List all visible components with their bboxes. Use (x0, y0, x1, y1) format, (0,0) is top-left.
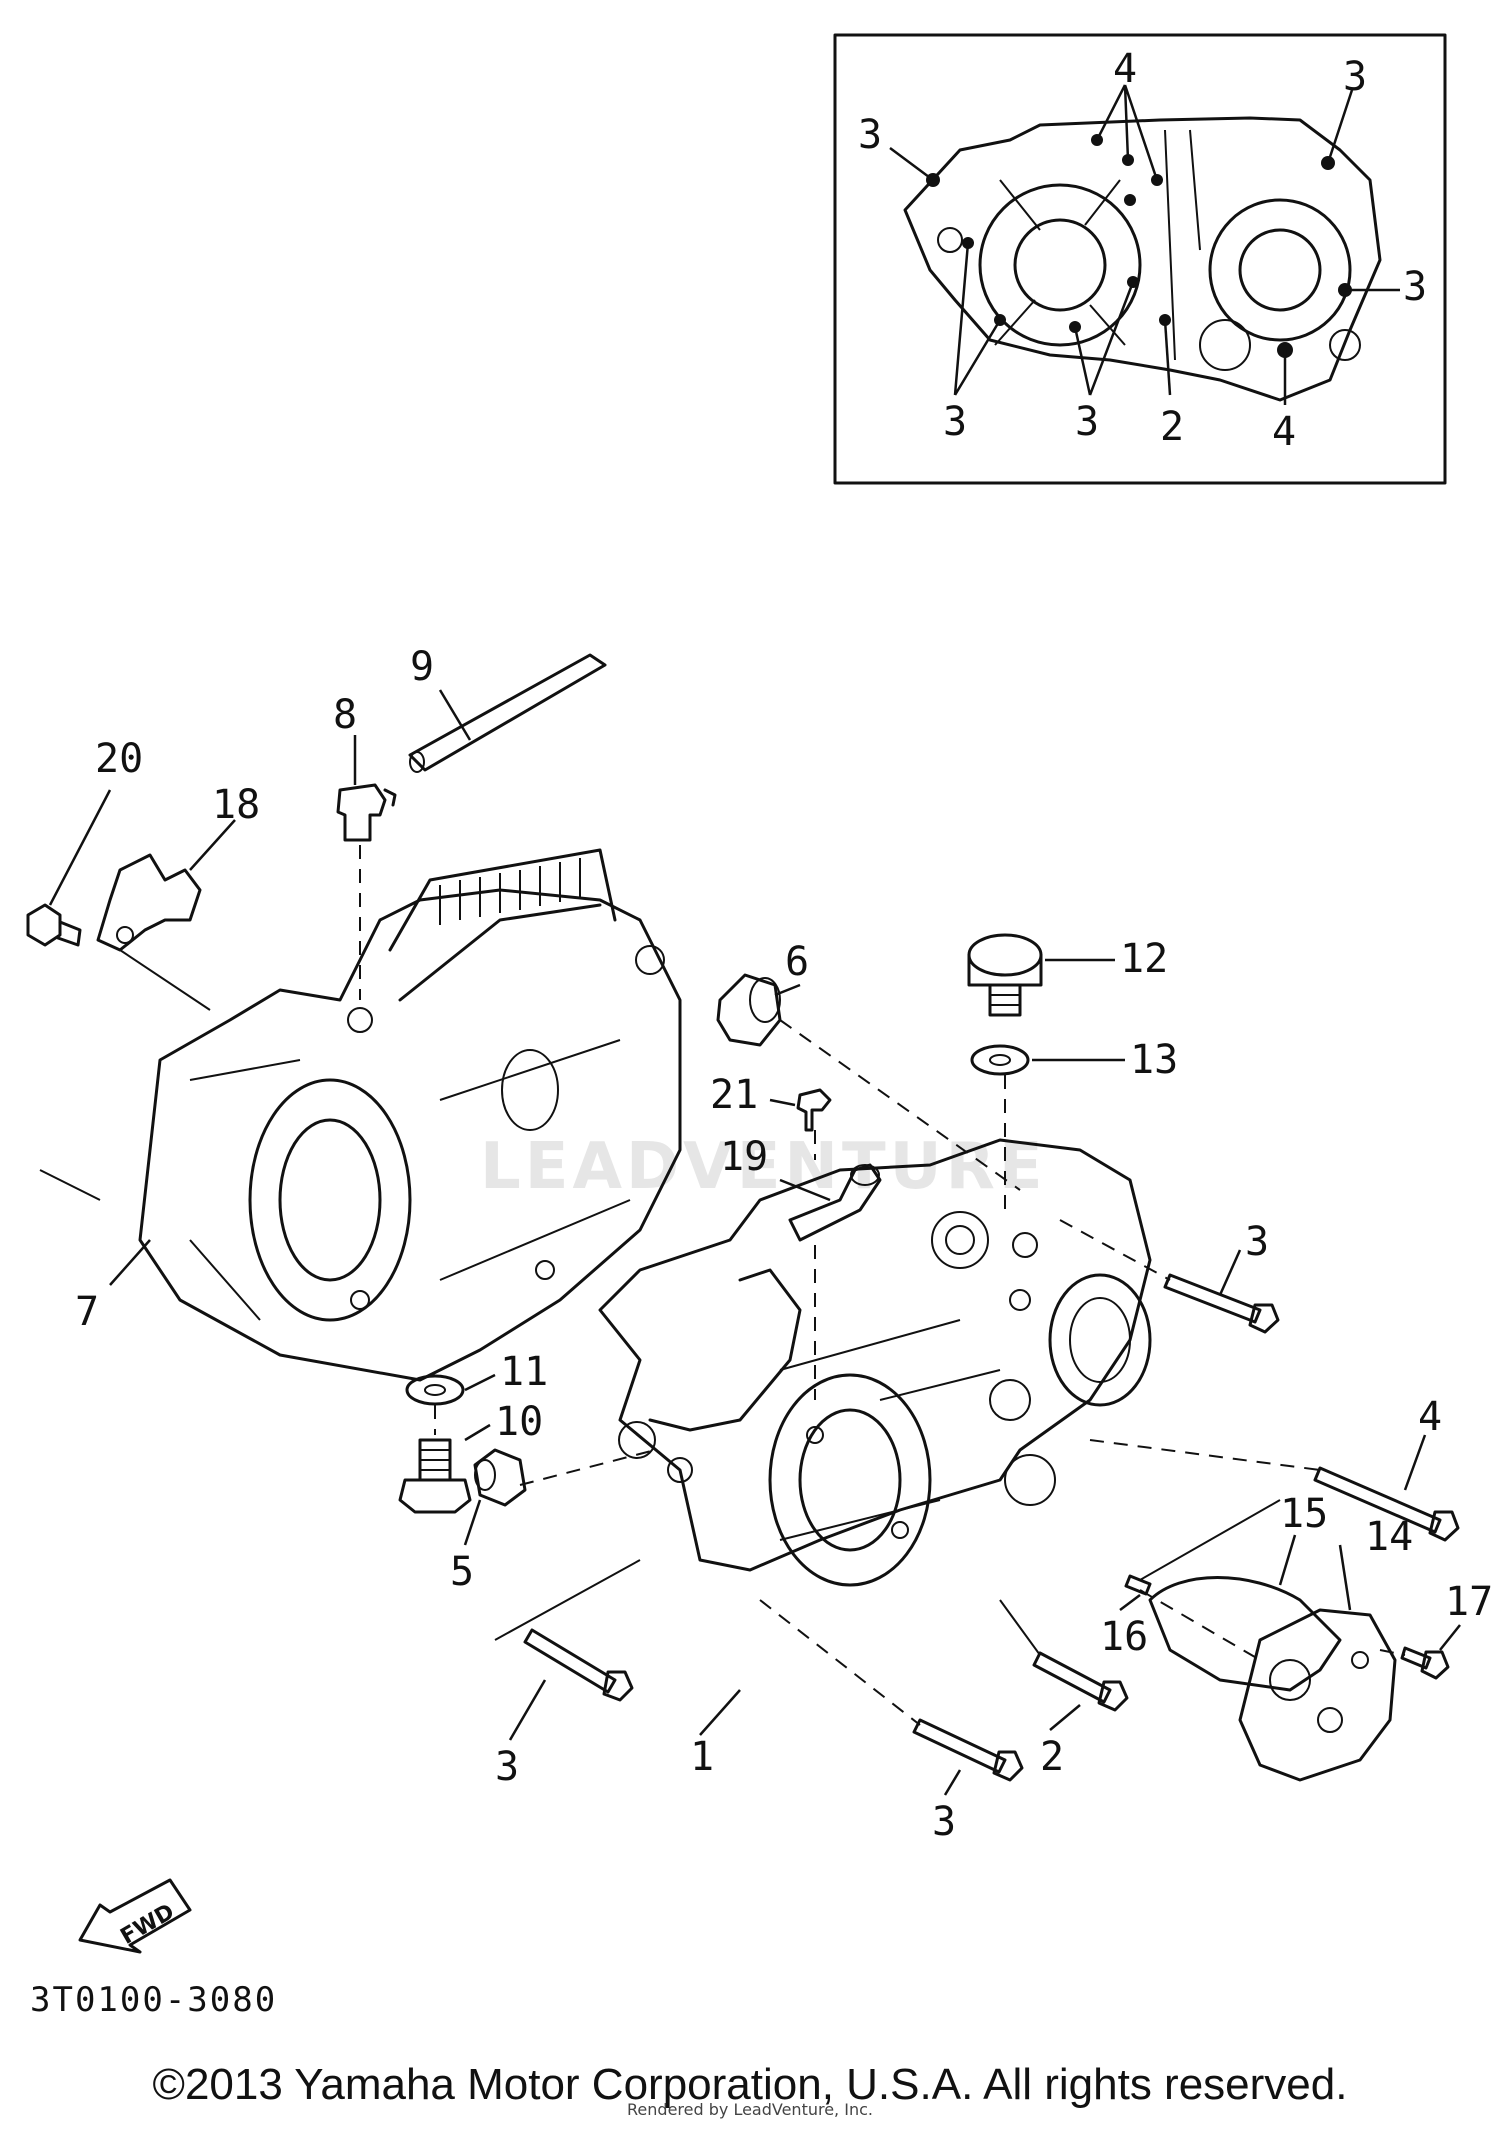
callout-19: 20 (95, 736, 143, 782)
callout-9: 9 (410, 644, 434, 690)
callout-14: 14 (1365, 1514, 1413, 1560)
callout-3-lower-left: 3 (495, 1744, 519, 1790)
part-21-screw (796, 1088, 832, 1132)
callout-7: 7 (75, 1289, 99, 1335)
part-16-pin (1124, 1574, 1152, 1596)
part-5-dowel (473, 1448, 527, 1507)
callout-12: 12 (1120, 936, 1168, 982)
callout-leaders (48, 689, 1461, 1796)
part-8-fitting (336, 783, 397, 842)
bolt-3-lower-left (523, 1628, 634, 1702)
right-crankcase (598, 1138, 1152, 1587)
part-15-gasket (1148, 1576, 1342, 1692)
callout-13: 13 (1130, 1037, 1178, 1083)
callout-1: 1 (690, 1734, 714, 1780)
inset-label-4-bottom: 4 (1272, 409, 1296, 455)
callout-16: 16 (1100, 1614, 1148, 1660)
bolt-3-upper-right (1163, 1273, 1280, 1334)
fwd-arrow-icon: FWD (78, 1878, 192, 1954)
part-18-plate (96, 853, 202, 952)
callout-21: 21 (710, 1072, 758, 1118)
fwd-label: FWD (116, 1899, 178, 1949)
callout-labels: 20 18 8 9 6 12 13 21 19 3 4 11 10 5 7 15… (75, 644, 1493, 1845)
callout-20: 19 (720, 1134, 768, 1180)
callout-5: 5 (450, 1549, 474, 1595)
watermark: LEADVENTURE (480, 1130, 1047, 1204)
part-14-cover (1238, 1608, 1397, 1782)
part-9-pipe (408, 653, 607, 773)
part-12-plug (967, 933, 1043, 1017)
callout-4: 4 (1418, 1394, 1442, 1440)
callout-15: 15 (1280, 1491, 1328, 1537)
callout-8: 8 (333, 692, 357, 738)
bolt-2-lower (1032, 1651, 1129, 1712)
callout-17: 17 (1445, 1579, 1493, 1625)
inset-label-3-left: 3 (858, 112, 882, 158)
left-crankcase (138, 848, 682, 1382)
inset-label-3-topright: 3 (1343, 54, 1367, 100)
callout-10: 10 (495, 1399, 543, 1445)
part-20-bracket (788, 1163, 882, 1242)
inset-label-3-bottom-mid: 3 (1075, 399, 1099, 445)
part-13-washer (970, 1044, 1030, 1076)
bolt-3-lower-mid (912, 1718, 1024, 1782)
inset-label-4-top: 4 (1113, 46, 1137, 92)
inset-view: 4 3 3 3 3 3 2 4 (833, 33, 1447, 485)
copyright-notice: ©2013 Yamaha Motor Corporation, U.S.A. A… (152, 2060, 1348, 2109)
part-6-dowel (716, 973, 782, 1047)
callout-3-lower-mid: 3 (932, 1799, 956, 1845)
bolt-4-right (1313, 1466, 1460, 1542)
part-19-bolt (26, 903, 82, 947)
callout-2: 2 (1040, 1734, 1064, 1780)
part-10-bolt (398, 1438, 472, 1514)
callout-18: 18 (212, 782, 260, 828)
callout-11: 11 (500, 1349, 548, 1395)
inset-label-3-right: 3 (1403, 264, 1427, 310)
inset-label-2: 2 (1160, 404, 1184, 450)
diagram-code: 3T0100-3080 (30, 1980, 278, 2020)
part-11-washer (405, 1374, 465, 1406)
rendered-by: Rendered by LeadVenture, Inc. (627, 2100, 873, 2119)
bolt-17 (1400, 1646, 1450, 1680)
inset-label-3-bottom-left: 3 (943, 399, 967, 445)
callout-6: 6 (785, 939, 809, 985)
assembly-lines (39, 845, 1406, 1726)
callout-3-upper-right: 3 (1245, 1219, 1269, 1265)
